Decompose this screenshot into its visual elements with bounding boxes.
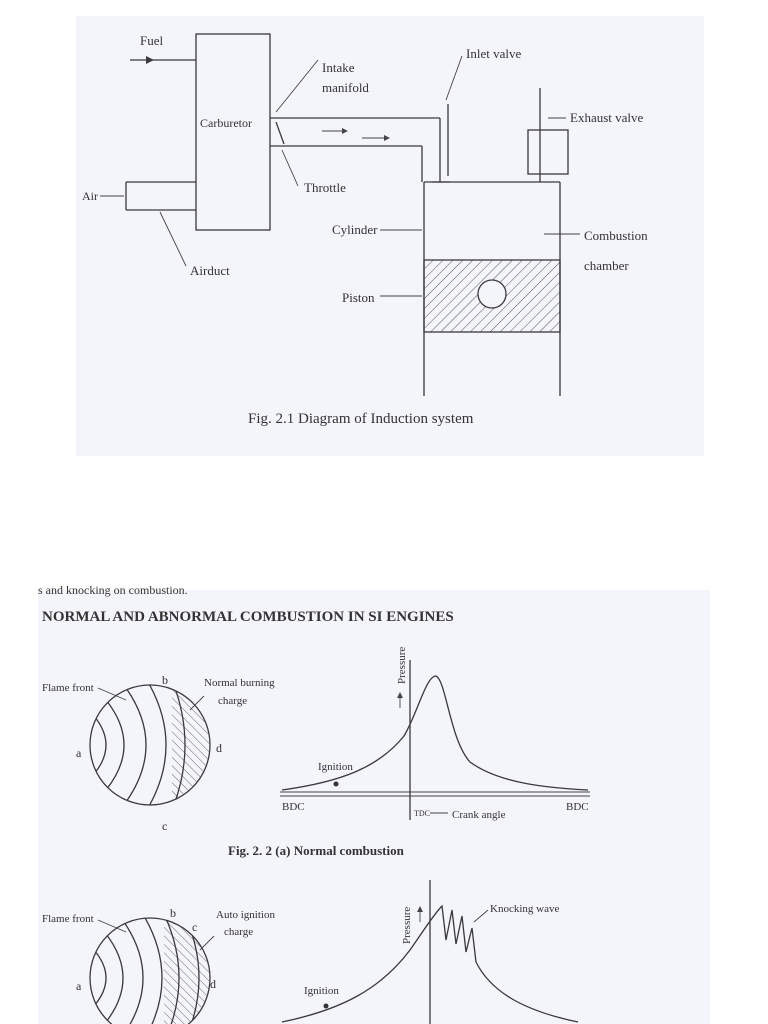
induction-figure-scan: [76, 16, 704, 456]
cut-text: s and knocking on combustion.: [38, 583, 188, 597]
throttle-label: Throttle: [304, 180, 346, 195]
chamber-label-2: chamber: [584, 258, 629, 273]
airduct-label: Airduct: [190, 263, 230, 278]
normal-pressure-label: Pressure: [396, 647, 408, 684]
exhaust-port: [527, 129, 569, 175]
airduct-leader: [159, 211, 187, 267]
knocking-wave-label: Knocking wave: [490, 903, 559, 915]
normal-bdc-left: BDC: [282, 801, 305, 813]
combustion-figure-scan: [38, 590, 710, 1024]
abnormal-auto-label-1: Auto ignition: [216, 909, 275, 921]
abnormal-point-a: a: [76, 979, 82, 993]
inlet-leader: [445, 55, 463, 101]
fuel-arrow: [146, 56, 154, 64]
abnormal-point-b: b: [170, 906, 176, 920]
normal-flame-front-label: Flame front: [42, 682, 94, 694]
normal-ignition-point: [333, 781, 339, 787]
throttle-plate: [275, 121, 285, 145]
inlet-valve-label: Inlet valve: [466, 46, 521, 61]
piston-pin: [477, 279, 507, 309]
abnormal-ignition-label: Ignition: [304, 985, 339, 997]
air-label: Air: [82, 189, 98, 203]
normal-flame-diagram: Flame front a b c d Normal burning charg…: [42, 673, 275, 833]
normal-pressure-curve: [281, 675, 589, 791]
normal-pressure-chart: Ignition BDC TDC Crank angle BDC Pressur…: [280, 647, 590, 821]
manifold-leader: [275, 59, 319, 113]
induction-diagram: Fuel Carburetor Air Airduct Intake manif…: [82, 33, 648, 427]
chamber-label-1: Combustion: [584, 228, 648, 243]
normal-point-c: c: [162, 819, 167, 833]
cylinder-label: Cylinder: [332, 222, 378, 237]
abnormal-ignition-point: [323, 1003, 329, 1009]
normal-ignition-label: Ignition: [318, 761, 353, 773]
normal-burning-label-1: Normal burning: [204, 677, 275, 689]
abnormal-flame-diagram: Flame front a b c d Auto ignition charge: [42, 906, 275, 1024]
section-title: NORMAL AND ABNORMAL COMBUSTION IN SI ENG…: [42, 609, 454, 625]
abnormal-pressure-curve: [281, 904, 579, 1023]
knocking-leader: [473, 909, 489, 923]
fuel-label: Fuel: [140, 33, 164, 48]
figure-2-2a-caption: Fig. 2. 2 (a) Normal combustion: [228, 843, 405, 858]
carburetor-label: Carburetor: [200, 116, 252, 130]
piston-label: Piston: [342, 290, 375, 305]
normal-point-b: b: [162, 673, 168, 687]
abnormal-flame-front-label: Flame front: [42, 913, 94, 925]
normal-point-a: a: [76, 746, 82, 760]
normal-burning-label-2: charge: [218, 695, 247, 707]
normal-crank-angle-label: Crank angle: [452, 809, 506, 821]
combustion-figure: s and knocking on combustion. NORMAL AND…: [38, 583, 590, 1024]
abnormal-auto-label-2: charge: [224, 926, 253, 938]
abnormal-pressure-chart: Ignition Knocking wave Pressure: [281, 880, 579, 1024]
normal-point-d: d: [216, 741, 222, 755]
figure-2-1-caption: Fig. 2.1 Diagram of Induction system: [248, 411, 474, 427]
throttle-leader: [281, 149, 299, 187]
abnormal-point-c: c: [192, 920, 197, 934]
exhaust-valve-label: Exhaust valve: [570, 110, 644, 125]
intake-label-1: Intake: [322, 60, 355, 75]
normal-bdc-right: BDC: [566, 801, 589, 813]
intake-label-2: manifold: [322, 80, 369, 95]
abnormal-pressure-label: Pressure: [401, 907, 413, 944]
normal-tdc-label: TDC: [414, 809, 430, 818]
carburetor-body: [195, 33, 271, 231]
abnormal-point-d: d: [210, 977, 216, 991]
